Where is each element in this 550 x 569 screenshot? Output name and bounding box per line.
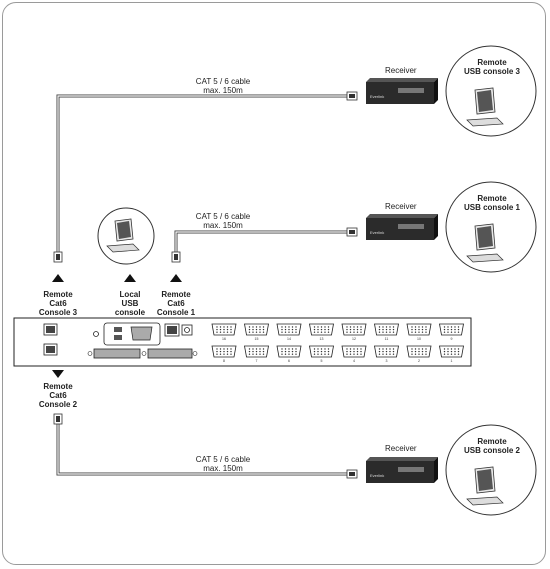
receiver-brand-console3: Everlink <box>370 94 384 99</box>
local-usb-port-block <box>93 322 161 346</box>
computer-port-grid: 16 15 14 13 12 11 10 9 8 7 6 5 4 3 2 1 <box>211 323 464 363</box>
power-jack <box>181 324 193 336</box>
rj45-port-console3 <box>43 323 58 336</box>
remote-cat6-console1-label: Remote Cat6 Console 1 <box>156 290 196 317</box>
port-number-label: 5 <box>321 359 323 363</box>
port-number-label: 3 <box>386 359 388 363</box>
arrow-up-console3 <box>52 274 64 282</box>
computer-port-10: 10 <box>406 323 432 341</box>
rj45-port-console2 <box>43 343 58 356</box>
arrow-up-local-console <box>124 274 136 282</box>
expansion-connector-right <box>147 348 198 359</box>
cable-label-console1: CAT 5 / 6 cable max. 150m <box>195 212 251 230</box>
remote-console2-label: Remote USB console 2 <box>463 437 520 455</box>
computer-port-16: 16 <box>211 323 237 341</box>
remote-console1-label: Remote USB console 1 <box>463 194 520 212</box>
rj45-plug-console2-receiver <box>346 469 358 479</box>
arrow-up-console1 <box>170 274 182 282</box>
receiver-brand-console1: Everlink <box>370 230 384 235</box>
rj45-port-console1 <box>164 323 180 337</box>
computer-port-15: 15 <box>244 323 269 341</box>
receiver-device-console3: Everlink <box>366 78 438 104</box>
computer-icon <box>466 466 504 506</box>
port-number-label: 15 <box>255 337 259 341</box>
receiver-device-console1: Everlink <box>366 214 438 240</box>
computer-port-4: 4 <box>341 345 367 363</box>
cable-console1 <box>174 230 349 256</box>
computer-port-6: 6 <box>276 345 302 363</box>
local-console-circle <box>97 207 155 265</box>
computer-port-2: 2 <box>406 345 432 363</box>
port-number-label: 6 <box>288 359 290 363</box>
cable-label-console3: CAT 5 / 6 cable max. 150m <box>195 77 251 95</box>
port-number-label: 10 <box>417 337 421 341</box>
local-usb-console-label: Local USB console <box>114 290 146 317</box>
computer-port-13: 13 <box>309 323 334 341</box>
cable-console1-inner <box>175 231 349 256</box>
port-number-label: 7 <box>256 359 258 363</box>
computer-port-11: 11 <box>374 323 399 341</box>
receiver-label-console1: Receiver <box>385 202 417 211</box>
rj45-plug-console1-switch <box>171 251 181 263</box>
port-number-label: 16 <box>222 337 226 341</box>
rj45-plug-console1-receiver <box>346 227 358 237</box>
computer-icon <box>466 87 504 127</box>
computer-icon <box>466 223 504 263</box>
cable-console3-inner <box>57 95 349 255</box>
port-number-label: 9 <box>451 337 453 341</box>
rj45-plug-console3-switch <box>53 251 63 263</box>
port-number-label: 13 <box>320 337 324 341</box>
kvm-switch-rear-panel: 16 15 14 13 12 11 10 9 8 7 6 5 4 3 2 1 <box>13 317 472 367</box>
remote-console1-circle <box>445 181 537 273</box>
computer-port-12: 12 <box>341 323 367 341</box>
computer-icon <box>106 218 140 253</box>
port-number-label: 14 <box>287 337 291 341</box>
rj45-plug-console3-receiver <box>346 91 358 101</box>
computer-port-3: 3 <box>374 345 399 363</box>
receiver-label-console2: Receiver <box>385 444 417 453</box>
arrow-down-console2 <box>52 370 64 378</box>
remote-console3-circle <box>445 45 537 137</box>
expansion-connector-left <box>87 348 147 359</box>
remote-cat6-console3-label: Remote Cat6 Console 3 <box>38 290 78 317</box>
receiver-brand-console2: Everlink <box>370 473 384 478</box>
port-number-label: 12 <box>352 337 356 341</box>
computer-port-8: 8 <box>211 345 237 363</box>
remote-cat6-console2-label: Remote Cat6 Console 2 <box>38 382 78 409</box>
port-number-label: 1 <box>451 359 453 363</box>
port-number-label: 11 <box>385 337 389 341</box>
cable-label-console2: CAT 5 / 6 cable max. 150m <box>195 455 251 473</box>
receiver-label-console3: Receiver <box>385 66 417 75</box>
rj45-plug-console2-switch <box>53 413 63 425</box>
remote-console2-circle <box>445 424 537 516</box>
computer-port-5: 5 <box>309 345 334 363</box>
port-number-label: 4 <box>353 359 355 363</box>
port-number-label: 8 <box>223 359 225 363</box>
computer-port-1: 1 <box>439 345 464 363</box>
remote-console3-label: Remote USB console 3 <box>463 58 520 76</box>
computer-port-14: 14 <box>276 323 302 341</box>
receiver-device-console2: Everlink <box>366 457 438 483</box>
computer-port-7: 7 <box>244 345 269 363</box>
cable-console2-inner <box>57 422 349 475</box>
port-number-label: 2 <box>418 359 420 363</box>
computer-port-9: 9 <box>439 323 464 341</box>
